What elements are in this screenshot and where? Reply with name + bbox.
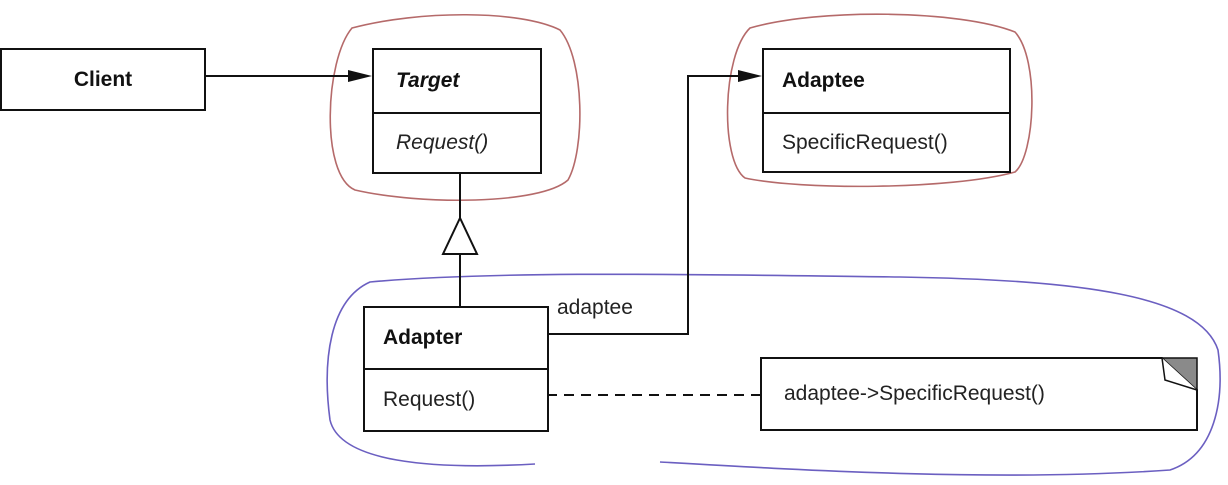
adaptee-highlight-outline [726,13,1033,188]
adapter-operation: Request() [365,368,547,430]
adaptee-class: Adaptee SpecificRequest() [762,48,1011,173]
adaptee-class-name: Adaptee [782,69,865,92]
generalization-arrowhead [441,215,479,255]
note-box [760,357,1198,431]
adapter-class: Adapter Request() [363,306,549,432]
target-class-name: Target [396,69,460,92]
client-target-arrowhead [348,70,372,82]
client-class: Client [0,48,206,111]
note-fold-crease [1161,357,1198,391]
target-operation: Request() [374,112,540,172]
association-role-label: adaptee [557,296,633,319]
adapter-class-name: Adapter [383,326,463,349]
adapter-highlight-outline [326,273,1221,476]
adapter-adaptee-arrowhead [738,70,762,82]
adaptee-operation: SpecificRequest() [764,112,1009,171]
target-highlight-outline [329,13,581,201]
target-class: Target Request() [372,48,542,174]
note-text: adaptee->SpecificRequest() [784,382,1045,405]
adapter-adaptee-association [547,75,742,335]
client-class-name: Client [73,67,133,91]
